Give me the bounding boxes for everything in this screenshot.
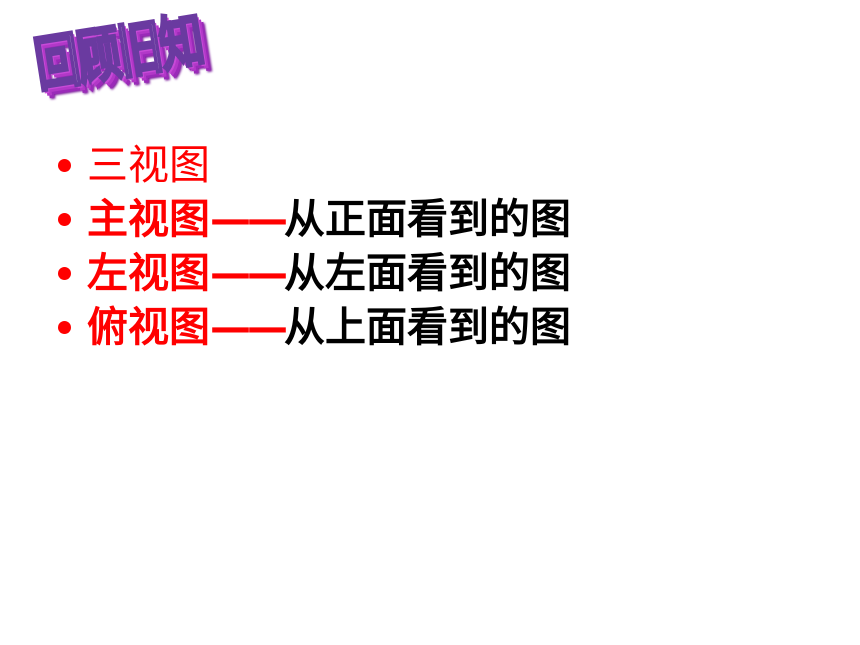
bullet-term: 左视图 bbox=[87, 249, 210, 297]
bullet-item-left-view: 左视图 —— 从左面看到的图 bbox=[58, 246, 571, 300]
bullet-item-front-view: 主视图 —— 从正面看到的图 bbox=[58, 192, 571, 246]
bullet-dot-icon bbox=[58, 158, 71, 172]
bullet-description: 从上面看到的图 bbox=[284, 303, 571, 351]
bullet-item-three-views: 三视图 bbox=[58, 138, 571, 192]
bullet-list: 三视图 主视图 —— 从正面看到的图 左视图 —— 从左面看到的图 俯视图 ——… bbox=[58, 138, 571, 354]
bullet-dot-icon bbox=[58, 266, 71, 280]
bullet-term: 俯视图 bbox=[87, 303, 210, 351]
bullet-term: 主视图 bbox=[87, 195, 210, 243]
slide-title-wordart: 回顾旧知 bbox=[29, 5, 208, 102]
bullet-dash: —— bbox=[210, 249, 288, 297]
bullet-description: 从正面看到的图 bbox=[284, 195, 571, 243]
bullet-dash: —— bbox=[210, 303, 288, 351]
bullet-term: 三视图 bbox=[87, 141, 210, 189]
bullet-description: 从左面看到的图 bbox=[284, 249, 571, 297]
bullet-item-top-view: 俯视图 —— 从上面看到的图 bbox=[58, 300, 571, 354]
bullet-dot-icon bbox=[58, 320, 71, 334]
bullet-dot-icon bbox=[58, 212, 71, 226]
bullet-dash: —— bbox=[210, 195, 288, 243]
